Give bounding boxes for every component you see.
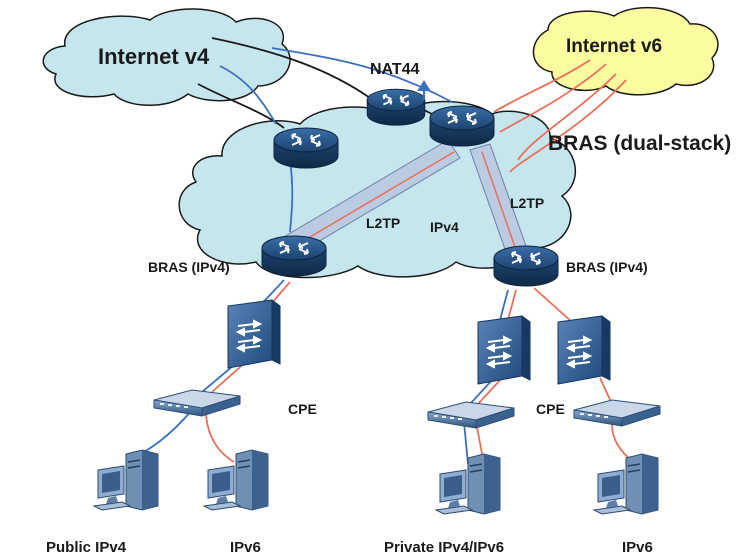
pc-public-ipv4 xyxy=(93,449,159,511)
link-router-bras-blue xyxy=(289,159,294,233)
link-v6-dual-2 xyxy=(499,63,607,133)
bras-left-label: BRAS (IPv4) xyxy=(148,259,230,275)
tunnel-left-red xyxy=(287,151,455,251)
tunnel-right-red xyxy=(481,151,517,251)
cpe-left-device xyxy=(153,389,241,417)
link-cpe-left-pc-red xyxy=(205,409,235,463)
internet-v4-cloud xyxy=(42,8,291,106)
link-v4-router-black xyxy=(197,83,285,129)
host-ipv6-left-label: IPv6 xyxy=(230,539,261,556)
l2tp-right-label: L2TP xyxy=(510,195,544,211)
host-ipv6-right-label: IPv6 xyxy=(622,539,653,556)
cpe-right-label: CPE xyxy=(536,401,565,417)
bras-right-label: BRAS (IPv4) xyxy=(566,259,648,275)
cpe-right-device xyxy=(573,399,661,427)
link-cpe-mid-pc-blue xyxy=(463,421,469,465)
pc-private xyxy=(435,453,501,515)
link-v6-down-1 xyxy=(517,73,617,161)
internet-v6-label: Internet v6 xyxy=(566,36,662,57)
link-cpe-right-pc-red xyxy=(611,423,635,463)
switch-left xyxy=(227,299,281,369)
up-arrow-icon xyxy=(417,80,431,100)
switch-right xyxy=(557,315,611,385)
pc-ipv6-right xyxy=(593,453,659,515)
router-core xyxy=(273,127,339,169)
bras-left-router xyxy=(261,235,327,277)
link-switch2-cpe-right-red xyxy=(599,377,613,405)
link-bras-right-switch-red xyxy=(507,289,517,321)
cpe-left-label: CPE xyxy=(288,401,317,417)
switch-mid xyxy=(477,315,531,385)
internet-v4-label: Internet v4 xyxy=(98,44,210,69)
link-switch-cpe-mid-blue xyxy=(469,377,495,405)
ipv4-cloud-label: IPv4 xyxy=(430,219,459,235)
nat44-router xyxy=(366,88,426,127)
bras-dual-stack-label: BRAS (dual-stack) xyxy=(548,132,731,155)
cpe-mid-device xyxy=(427,401,515,429)
l2tp-left-label: L2TP xyxy=(366,215,400,231)
link-v6-down-2 xyxy=(509,79,627,173)
link-v6-dual-1 xyxy=(493,59,591,113)
host-private-label: Private IPv4/IPv6 xyxy=(384,539,504,556)
link-v4-router-blue xyxy=(219,65,277,125)
link-bras-right-switch-blue xyxy=(499,289,509,321)
link-switch-cpe-mid-red xyxy=(477,377,503,405)
bras-right-router xyxy=(493,245,559,287)
link-v4-nat-black xyxy=(211,37,371,99)
bras-dual-stack-router xyxy=(429,105,495,147)
host-public-ipv4-label: Public IPv4 xyxy=(46,539,127,556)
link-bras-right-switch2-red xyxy=(533,287,573,323)
nat44-label: NAT44 xyxy=(370,61,420,78)
internet-v6-cloud xyxy=(532,6,719,96)
pc-ipv6-left xyxy=(203,449,269,511)
